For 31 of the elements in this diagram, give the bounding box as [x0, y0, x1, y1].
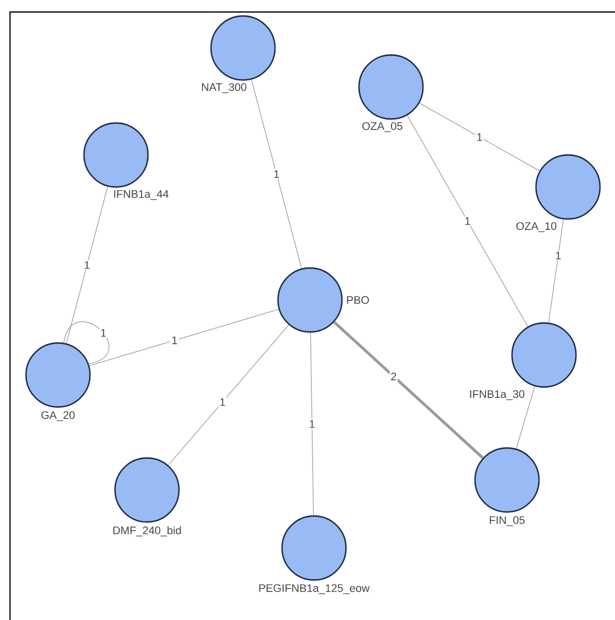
connector-line — [63, 322, 110, 364]
node-label: FIN_05 — [490, 516, 525, 526]
node-label: NAT_300 — [202, 83, 246, 94]
edge-label: 1 — [82, 260, 92, 270]
node-label: PBO — [347, 296, 369, 304]
connector-line — [251, 79, 302, 269]
connector-line — [89, 308, 280, 366]
connector-line — [333, 321, 484, 459]
edge-label: 1 — [272, 169, 281, 179]
edge-label: 1 — [475, 132, 484, 142]
edge-label: 2 — [390, 372, 398, 382]
connector-line — [310, 332, 314, 516]
connector-line — [66, 186, 108, 344]
edge-label: 1 — [463, 216, 472, 226]
edge-label: 1 — [308, 419, 316, 429]
node-label: OZA_05 — [362, 122, 402, 132]
node-label: GA_20 — [41, 411, 75, 422]
node-label: PEGIFNB1a_125_eow — [259, 584, 370, 594]
node-label: IFNB1a_44 — [114, 190, 169, 200]
edge-label: 1 — [170, 336, 179, 346]
node-label: OZA_10 — [516, 222, 556, 232]
connector-line — [406, 115, 528, 327]
connector-line — [548, 219, 564, 323]
connector-line — [168, 324, 290, 466]
edge-label: 1 — [554, 250, 562, 260]
edge-label: 1 — [218, 397, 227, 407]
connector-line — [419, 102, 540, 172]
connector-line — [516, 386, 536, 449]
edge-label: 1 — [99, 328, 108, 338]
node-label: DMF_240_bid — [113, 526, 181, 536]
node-label: IFNB1a_30 — [470, 390, 524, 400]
